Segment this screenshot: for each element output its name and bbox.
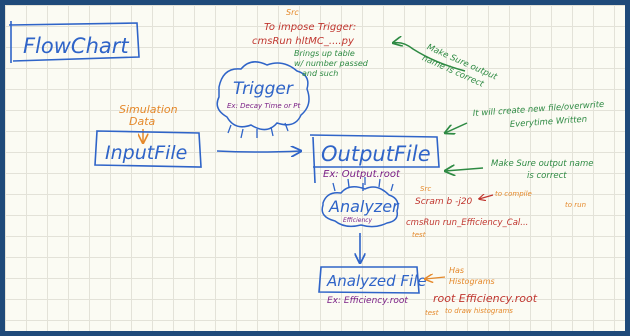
analyzed-file-example: Ex: Efficiency.root xyxy=(327,296,408,306)
trigger-cloud xyxy=(216,61,310,131)
output-file-example: Ex: Output.root xyxy=(323,169,401,180)
overwrite-note-line2: Everytime Written xyxy=(510,115,588,130)
root-test-note: test xyxy=(425,309,439,317)
analyzer-notes: Src Scram b -j20 to compile cmsRun run_E… xyxy=(406,185,586,239)
trigger-table-note-line3: and such xyxy=(302,69,338,78)
analyzer-example: Efficiency xyxy=(343,217,373,224)
overwrite-note-arrow xyxy=(445,122,468,133)
histograms-note-line1: Has xyxy=(449,266,464,275)
histograms-note-line2: Histograms xyxy=(449,277,495,286)
analyzer-node: Analyzer Efficiency xyxy=(321,177,400,228)
histograms-note-arrow xyxy=(425,277,446,279)
title-frame xyxy=(8,21,140,63)
analyzer-test-note: test xyxy=(412,231,426,239)
trigger-label: Trigger xyxy=(233,79,294,99)
root-draw-note: to draw histograms xyxy=(445,307,513,315)
root-command: root Efficiency.root xyxy=(433,292,538,305)
analyzer-rain-marks xyxy=(332,177,394,192)
trigger-notes: Src To impose Trigger: cmsRun hltMC_....… xyxy=(252,8,369,78)
output-name-note-arrow xyxy=(393,43,466,72)
output-file-box-edge xyxy=(312,136,316,184)
flowchart-board: FlowChart Simulation Data InputFile Trig… xyxy=(5,5,625,331)
trigger-table-note-line2: w/ number passed xyxy=(294,59,369,68)
flowchart-canvas: FlowChart Simulation Data InputFile Trig… xyxy=(8,8,605,317)
compile-command: Scram b -j20 xyxy=(415,197,473,207)
title-block: FlowChart xyxy=(8,21,140,63)
trigger-example: Ex: Decay Time or Pt xyxy=(227,102,301,110)
input-file-label: InputFile xyxy=(105,142,187,164)
trigger-table-note-line1: Brings up table xyxy=(294,49,355,58)
simulation-label-line1: Simulation xyxy=(119,103,178,116)
compile-note: to compile xyxy=(495,190,532,198)
output-file-box xyxy=(309,134,440,168)
output-correct-note-line1: Make Sure output name xyxy=(491,159,593,169)
analyzed-file-node: Analyzed File Ex: Efficiency.root xyxy=(318,266,427,306)
run-command: cmsRun run_Efficiency_Cal... xyxy=(406,218,528,228)
analyzed-file-label: Analyzed File xyxy=(326,272,427,290)
trigger-command-line1: To impose Trigger: xyxy=(264,22,356,33)
run-note: to run xyxy=(565,201,586,209)
analyzed-notes: Has Histograms root Efficiency.root test… xyxy=(425,266,538,317)
simulation-data-node: Simulation Data xyxy=(119,103,181,143)
trigger-rain-marks xyxy=(227,122,289,139)
output-correct-note: Make Sure output name is correct xyxy=(445,159,593,181)
input-file-node: InputFile xyxy=(94,130,202,168)
simulation-label-line2: Data xyxy=(129,115,156,128)
analyzer-label: Analyzer xyxy=(328,197,400,216)
analyzer-src-note: Src xyxy=(420,185,431,193)
trigger-node: Trigger Ex: Decay Time or Pt xyxy=(216,61,310,139)
trigger-command-line2: cmsRun hltMC_....py xyxy=(252,36,355,47)
output-correct-note-arrow xyxy=(445,168,484,171)
overwrite-note: It will create new file/overwrite Everyt… xyxy=(445,100,605,133)
compile-note-arrow xyxy=(479,195,494,199)
input-to-output-arrow xyxy=(216,151,301,152)
simulation-label: Simulation Data xyxy=(119,103,181,128)
analyzed-file-box xyxy=(318,266,420,294)
input-file-box xyxy=(94,130,202,168)
analyzer-cloud xyxy=(321,186,399,228)
page-title: FlowChart xyxy=(23,34,129,58)
output-file-label: OutputFile xyxy=(321,142,431,166)
trigger-src-note: Src xyxy=(286,8,299,17)
output-correct-note-line2: is correct xyxy=(527,171,567,181)
output-file-node: OutputFile Ex: Output.root xyxy=(309,134,440,184)
output-name-note: Make Sure output name is correct xyxy=(393,42,499,90)
